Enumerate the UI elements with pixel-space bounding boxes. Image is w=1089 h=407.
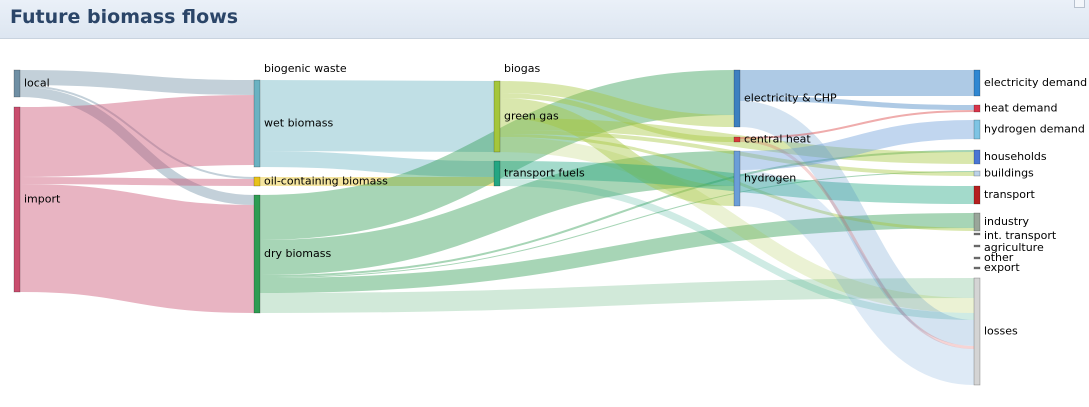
node-label-transport: transport: [984, 188, 1036, 201]
link-green-gas-to-losses[interactable]: [499, 137, 975, 313]
node-label-agriculture: agriculture: [984, 241, 1044, 254]
node-transport[interactable]: [973, 185, 981, 205]
link-wet-biomass-to-transport-fuels[interactable]: [259, 151, 495, 177]
node-label-central-heat: central heat: [744, 133, 811, 146]
node-label-industry: industry: [984, 215, 1030, 228]
node-label-dry-biomass: dry biomass: [264, 247, 331, 260]
node-label-transport-fuels: transport fuels: [504, 167, 585, 180]
node-label-losses: losses: [984, 325, 1018, 338]
link-central-heat-to-losses[interactable]: [739, 139, 975, 349]
sankey-labels: local import biogenic waste wet biomass oil-…: [24, 62, 1087, 338]
node-label-electricity-demand: electricity demand: [984, 76, 1087, 89]
node-label-export: export: [984, 261, 1020, 274]
link-dry-biomass-to-losses[interactable]: [259, 278, 975, 313]
link-dry-biomass-to-households[interactable]: [259, 150, 975, 277]
node-green-gas[interactable]: [493, 80, 501, 153]
link-import-to-oil-containing-biomass[interactable]: [19, 177, 255, 186]
node-label-oil-containing-biomass: oil-containing biomass: [264, 175, 388, 188]
link-green-gas-to-electricity-and-chp[interactable]: [499, 81, 735, 127]
node-label-households: households: [984, 150, 1047, 163]
node-label-heat-demand: heat demand: [984, 102, 1057, 115]
node-households[interactable]: [973, 149, 981, 165]
link-transport-fuels-to-losses[interactable]: [499, 179, 975, 320]
resize-handle-icon[interactable]: [1074, 0, 1085, 8]
link-green-gas-to-central-heat[interactable]: [499, 93, 735, 142]
node-local[interactable]: [13, 69, 21, 98]
link-import-to-wet-biomass[interactable]: [19, 95, 255, 177]
node-label-green-gas: green gas: [504, 110, 559, 123]
node-dry-biomass[interactable]: [253, 194, 261, 314]
node-wet-biomass[interactable]: [253, 79, 261, 168]
sankey-nodes: [13, 69, 981, 386]
chart-title: Future biomass flows: [10, 6, 239, 28]
node-losses[interactable]: [973, 277, 981, 386]
node-electricity-demand[interactable]: [973, 69, 981, 97]
node-label-hydrogen: hydrogen: [744, 172, 796, 185]
node-label-hydrogen-demand: hydrogen demand: [984, 123, 1085, 136]
node-label-electricity-and-chp: electricity & CHP: [744, 92, 837, 105]
link-green-gas-to-hydrogen[interactable]: [499, 98, 735, 206]
node-heat-demand[interactable]: [973, 104, 981, 113]
link-import-to-dry-biomass[interactable]: [19, 184, 255, 313]
node-export[interactable]: [973, 266, 981, 270]
node-label-import: import: [24, 193, 61, 206]
node-int-transport[interactable]: [973, 232, 981, 236]
link-electricity-and-chp-to-heat-demand[interactable]: [739, 96, 975, 110]
link-local-to-oil-containing-biomass[interactable]: [19, 85, 255, 179]
node-hydrogen-demand[interactable]: [973, 119, 981, 140]
node-hydrogen[interactable]: [733, 150, 741, 207]
node-transport-fuels[interactable]: [493, 160, 501, 187]
node-label-buildings: buildings: [984, 167, 1034, 180]
node-central-heat[interactable]: [733, 136, 741, 143]
link-central-heat-to-heat-demand[interactable]: [739, 110, 975, 139]
link-dry-biomass-to-hydrogen[interactable]: [259, 151, 735, 275]
link-dry-biomass-to-industry[interactable]: [259, 213, 975, 293]
node-label-local: local: [24, 77, 50, 90]
node-other[interactable]: [973, 256, 981, 260]
node-industry[interactable]: [973, 212, 981, 232]
node-import[interactable]: [13, 106, 21, 293]
link-local-to-dry-biomass[interactable]: [19, 87, 255, 205]
node-oil-containing-biomass[interactable]: [253, 176, 261, 187]
node-label-biogenic-waste: biogenic waste: [264, 62, 347, 75]
link-electricity-and-chp-to-losses[interactable]: [739, 101, 975, 346]
node-agriculture[interactable]: [973, 244, 981, 248]
node-label-other: other: [984, 251, 1014, 264]
link-dry-biomass-to-electricity-and-chp[interactable]: [259, 70, 735, 240]
link-hydrogen-to-hydrogen-demand[interactable]: [739, 120, 975, 170]
node-buildings[interactable]: [973, 170, 981, 177]
node-electricity-and-chp[interactable]: [733, 69, 741, 128]
node-label-int-transport: int. transport: [984, 229, 1057, 242]
link-local-to-wet-biomass[interactable]: [19, 70, 255, 95]
link-dry-biomass-to-buildings[interactable]: [259, 171, 975, 278]
node-label-biogas: biogas: [504, 62, 540, 75]
panel-header: Future biomass flows: [0, 0, 1089, 39]
link-hydrogen-to-losses[interactable]: [738, 170, 976, 385]
node-label-wet-biomass: wet biomass: [264, 117, 334, 130]
link-wet-biomass-to-green-gas[interactable]: [259, 80, 495, 152]
